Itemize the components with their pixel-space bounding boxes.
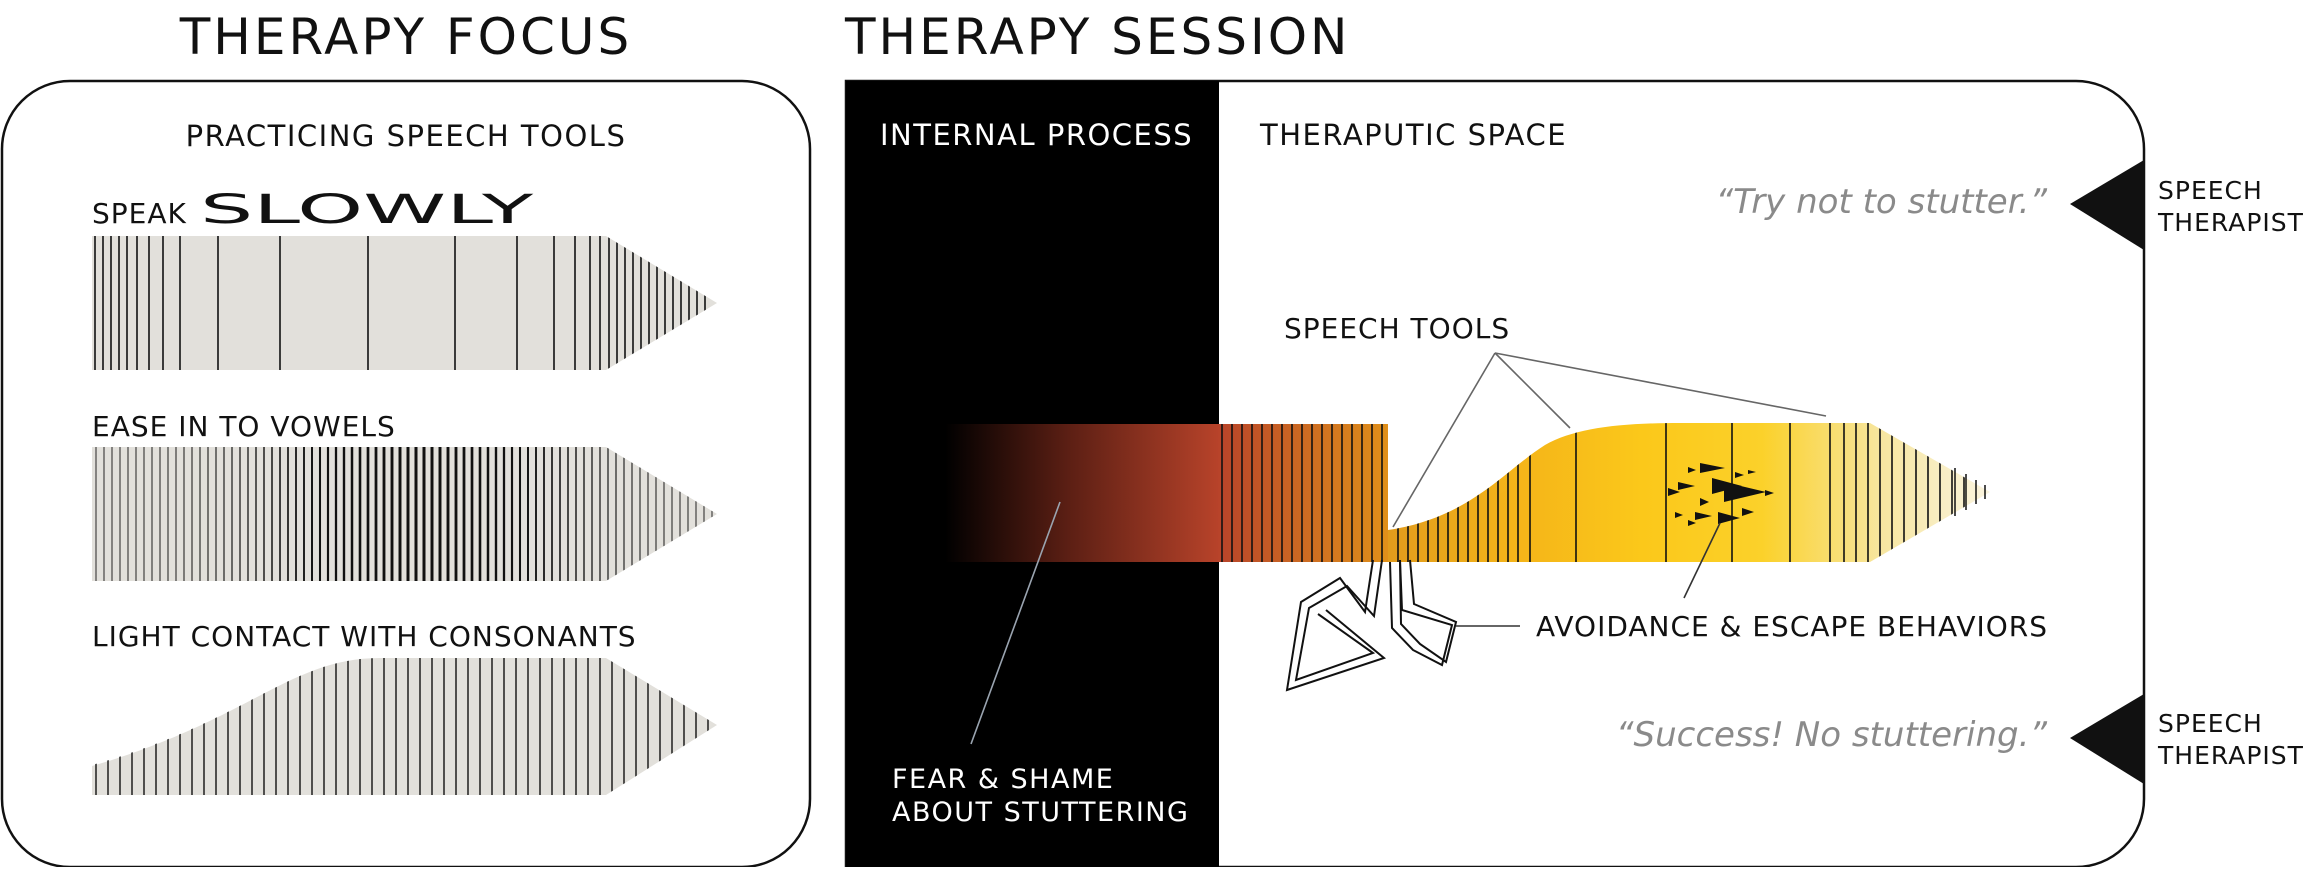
suppressed-flow bbox=[1218, 424, 1388, 562]
speech-therapist-triangle-icon bbox=[2070, 694, 2144, 784]
therapist-quote-top: “Try not to stutter.” bbox=[1715, 182, 2047, 222]
avoidance-leader-top bbox=[1683, 522, 1721, 599]
therapist-top-line-1: SPEECH bbox=[2158, 176, 2263, 205]
tool-3-bar bbox=[92, 658, 717, 795]
tool-2-label: EASE IN TO VOWELS bbox=[92, 410, 396, 443]
therapeutic-space-label: THERAPUTIC SPACE bbox=[1259, 118, 1567, 152]
therapist-top-line-2: THERAPIST bbox=[2157, 208, 2304, 237]
tool-1-prefix: SPEAK bbox=[92, 197, 187, 230]
suppressed-flow-stripes bbox=[1221, 424, 1383, 562]
internal-process-label: INTERNAL PROCESS bbox=[880, 118, 1193, 152]
avoidance-label: AVOIDANCE & ESCAPE BEHAVIORS bbox=[1536, 610, 2048, 643]
tool-3-label: LIGHT CONTACT WITH CONSONANTS bbox=[92, 620, 637, 653]
tool-1-emphasis: SLOWLY bbox=[200, 186, 534, 233]
flow-tail-ticks bbox=[1954, 468, 1986, 516]
fear-label-line-2: ABOUT STUTTERING bbox=[892, 797, 1189, 828]
avoidance-escape-tangle bbox=[1285, 559, 1458, 692]
speech-therapist-triangle-icon bbox=[2070, 160, 2144, 250]
small-arrowhead-swarm-icon bbox=[1668, 463, 1774, 526]
fear-label-line-1: FEAR & SHAME bbox=[892, 764, 1114, 795]
focus-subtitle: PRACTICING SPEECH TOOLS bbox=[186, 119, 627, 153]
therapist-bottom-line-1: SPEECH bbox=[2158, 709, 2263, 738]
speech-tools-flow bbox=[1388, 423, 1990, 562]
tool-1-bar bbox=[92, 236, 717, 370]
focus-title: THERAPY FOCUS bbox=[179, 8, 633, 66]
fear-leader-line bbox=[970, 501, 1061, 745]
tool-speak-slowly: SPEAK SLOWLY bbox=[92, 186, 717, 370]
speech-tools-label: SPEECH TOOLS bbox=[1284, 312, 1510, 345]
speech-tools-leader-lines bbox=[1392, 352, 1827, 528]
tool-light-contact: LIGHT CONTACT WITH CONSONANTS bbox=[92, 620, 717, 795]
tool-ease-vowels: EASE IN TO VOWELS bbox=[92, 410, 717, 581]
fear-shame-flow bbox=[945, 424, 1220, 562]
therapist-bottom-line-2: THERAPIST bbox=[2157, 741, 2304, 770]
therapist-quote-bottom: “Success! No stuttering.” bbox=[1616, 715, 2047, 755]
session-title: THERAPY SESSION bbox=[844, 8, 1350, 66]
tool-2-bar bbox=[92, 447, 717, 581]
